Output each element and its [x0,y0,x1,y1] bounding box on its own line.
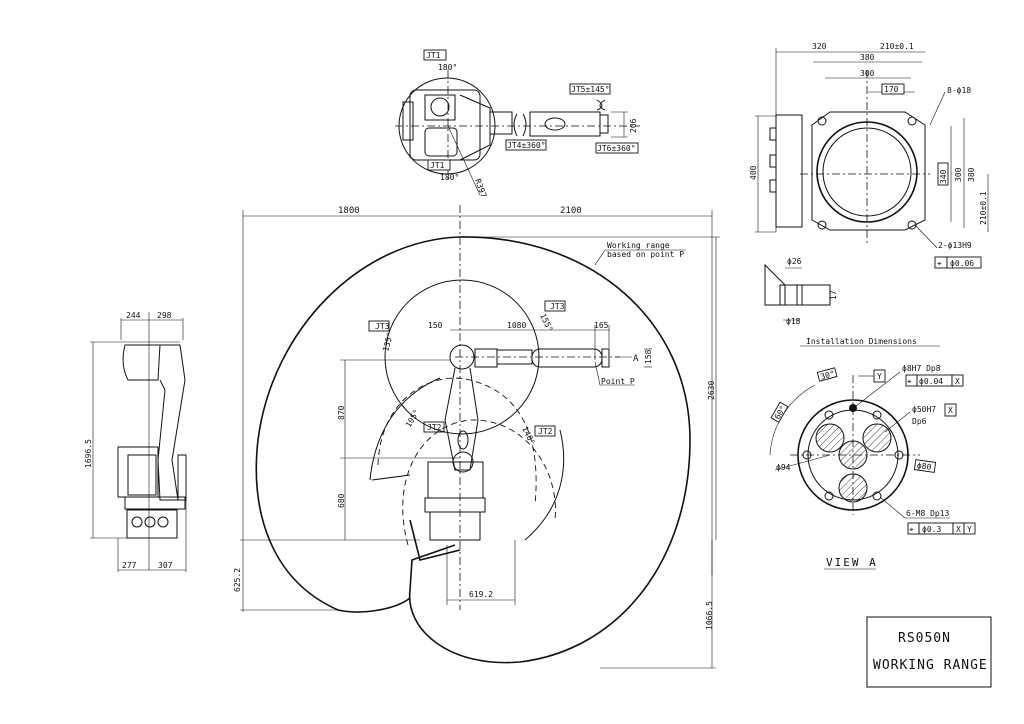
dim-210-top: 210±0.1 [880,42,914,51]
dim-158: 158 [644,349,653,364]
jt1-bottom-angle: 180° [440,173,459,182]
jt1-bottom-label: JT1 [430,161,445,170]
dim-210-right: 210±0.1 [979,191,988,225]
dim-2630: 2630 [707,381,716,400]
working-range-label-1: Working range [607,241,670,250]
jt3-right-label: JT3 [550,302,565,311]
dim-170: 170 [884,85,899,94]
bore-label: ϕ50H7 [912,405,936,414]
dim-619: 619.2 [469,590,493,599]
view-a-arrow-label: A [633,354,639,364]
model-name: RS050N [898,631,951,646]
dim-165: 165 [594,321,609,330]
point-p-label: Point P [601,377,635,386]
pin-tolerance: ϕ0.04 [919,377,943,386]
dim-298: 298 [157,311,172,320]
jt2-right-angle: 140° [520,425,536,446]
dim-340: 340 [939,169,948,184]
dim-1696: 1696.5 [84,439,93,468]
dim-625: 625.2 [233,568,242,592]
dim-150: 150 [428,321,443,330]
installation-caption: Installation Dimensions [806,337,917,346]
jt2-right-label: JT2 [538,427,553,436]
dim-26: ϕ26 [787,257,802,266]
dim-1800: 1800 [338,206,360,216]
dim-17: 17 [829,290,838,300]
title-block: RS050N WORKING RANGE [866,616,992,688]
dim-244: 244 [126,311,141,320]
datum-y: Y [877,372,882,381]
dim-1080: 1080 [507,321,526,330]
jt4-label: JT4±360° [507,141,546,150]
working-range-outline [255,236,691,664]
tapped-datum-y: Y [967,525,972,534]
dim-94: ϕ94 [776,463,791,472]
bore-datum: X [948,406,953,415]
position-symbol: ⌖ [937,259,942,268]
holes-2-label: 2-ϕ13H9 [938,241,972,250]
dim-380-top: 380 [860,53,875,62]
dim-18: ϕ18 [786,317,801,326]
holes-8-label: 8-ϕ18 [947,86,971,95]
dim-300-right: 300 [954,167,963,182]
dim-80: ϕ80 [916,461,932,472]
angle-30: 30° [819,369,835,381]
tapped-datum-x: X [956,525,961,534]
jt1-top-angle: 180° [438,63,457,72]
position-symbol: ⌖ [907,377,912,386]
dim-870: 870 [337,405,346,420]
dim-680: 680 [337,493,346,508]
dim-2100: 2100 [560,206,582,216]
dim-277: 277 [122,561,137,570]
side-view: 244 298 1696.5 277 307 [84,311,187,572]
tapped-tolerance: ϕ0.3 [922,525,941,534]
jt6-label: JT6±360° [597,144,636,153]
jt1-bottom-tag [427,159,451,171]
dim-307: 307 [158,561,173,570]
jt1-top-label: JT1 [426,51,441,60]
dim-320: 320 [812,42,827,51]
tolerance-2-label: ϕ0.06 [950,259,974,268]
dim-1066: 1066.5 [705,601,714,630]
dim-400: 400 [749,165,758,180]
view-a-caption: VIEW A [826,556,878,569]
top-view: JT1 180° JT1 180° R397 JT4±360° JT5±145°… [395,49,640,199]
drawing-title: WORKING RANGE [873,658,988,673]
bore-depth: Dp6 [912,417,927,426]
radius-label: R397 [473,178,488,199]
jt5-label: JT5±145° [571,85,610,94]
working-range-label-2: based on point P [607,250,684,259]
jt3-left-angle: 135° [381,332,395,353]
tapped-label: 6-M8 Dp13 [906,509,950,518]
main-working-range-view: 1800 2100 2630 1066.5 625.2 619.2 870 68… [233,205,720,669]
installation-dimensions: 320 210±0.1 380 300 170 8-ϕ18 400 340 30… [749,42,989,347]
pin-label: ϕ8H7 Dp8 [902,364,941,373]
jt1-top-tag [423,49,447,61]
jt2-left-label: JT2 [427,423,442,432]
pin-datum: X [955,377,960,386]
position-symbol: ⌖ [909,525,914,534]
width-206-label: 206 [629,118,638,133]
view-a: 30° 60° Y ϕ8H7 Dp8 ⌖ ϕ0.04 X ϕ50H7 X Dp6… [769,364,976,570]
jt3-left-label: JT3 [375,322,390,331]
dim-380-right: 380 [967,167,976,182]
